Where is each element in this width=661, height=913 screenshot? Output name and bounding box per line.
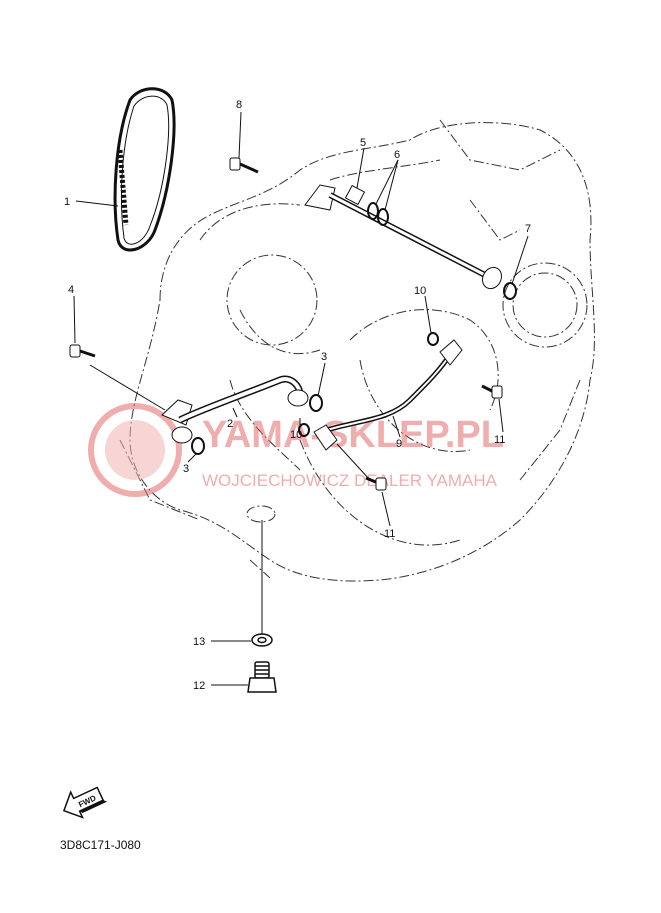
callout-10-lower: 10 [290,429,302,441]
callout-11-right: 11 [494,434,505,446]
callouts: 1 8 5 6 7 4 3 2 3 10 10 9 11 11 13 12 [64,99,531,692]
watermark-logo-inner [105,420,165,480]
o-ring-3-upper [309,394,323,412]
callout-7: 7 [525,223,531,235]
diagram-reference-code: 3D8C171-J080 [60,838,141,852]
callout-12: 12 [193,680,205,692]
o-rings-6 [367,202,389,226]
watermark-title: YAMA-SKLEP.PL [202,414,504,456]
callout-8: 8 [236,99,242,111]
o-ring-3-lower [191,437,205,455]
oil-pipe-9 [313,339,463,451]
watermark-logo [88,403,182,497]
leader-lines [73,111,529,686]
bolt-8 [229,157,259,174]
crankcase-outline [119,119,595,582]
timing-chain [113,87,176,252]
callout-11-lower: 11 [384,528,395,540]
callout-3-upper: 3 [321,351,327,363]
callout-13: 13 [193,636,205,648]
drain-bolt-12 [247,661,277,693]
o-ring-10-upper [427,332,439,346]
callout-4: 4 [68,284,74,296]
callout-9: 9 [396,438,402,450]
bolt-4 [69,344,96,358]
o-ring-7 [503,282,517,300]
watermark: YAMA-SKLEP.PL WOJCIECHOWICZ DEALER YAMAH… [88,403,504,497]
o-ring-10-lower [298,423,310,437]
callout-6: 6 [394,149,400,161]
union-bolt-11-lower [365,476,387,491]
oil-pipe-5 [304,184,502,290]
callout-3-lower: 3 [183,463,189,475]
gasket-13 [251,633,273,647]
callout-5: 5 [360,137,366,149]
callout-1: 1 [64,196,70,208]
callout-2: 2 [227,418,233,430]
union-bolt-11-right [481,384,503,399]
fwd-arrow-icon: FWD [62,786,108,819]
watermark-subtitle: WOJCIECHOWICZ DEALER YAMAHA [202,471,498,490]
oil-pipe-2 [161,375,309,444]
callout-10-upper: 10 [414,285,426,297]
